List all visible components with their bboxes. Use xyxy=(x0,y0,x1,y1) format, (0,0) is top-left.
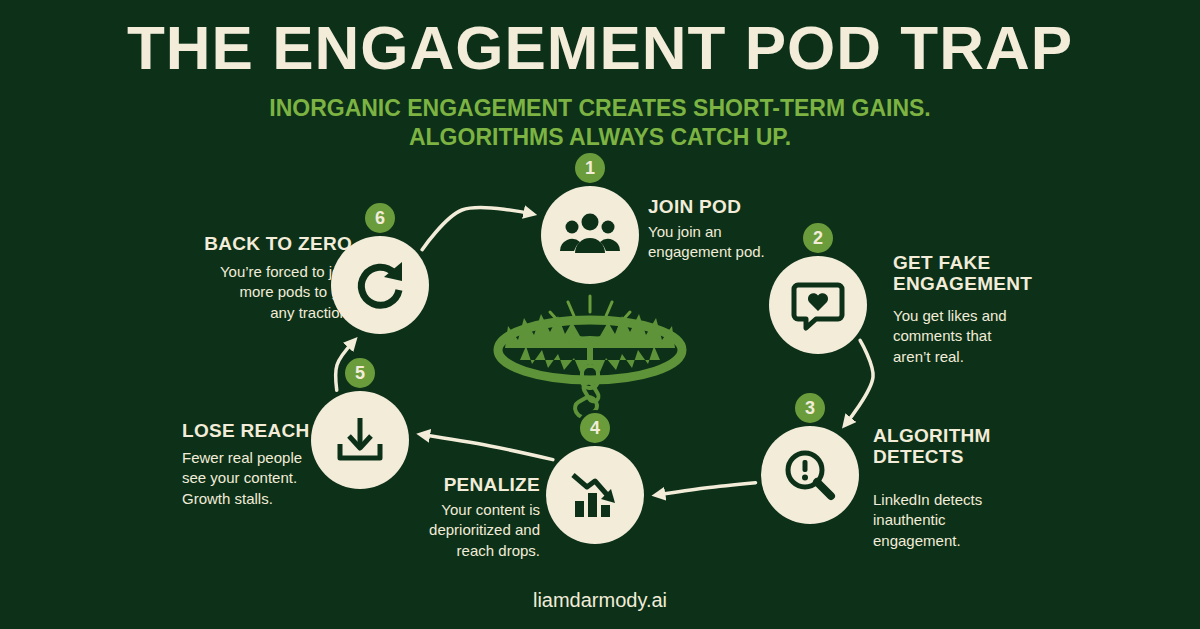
step-circle: 4PENALIZEYour content is deprioritized a… xyxy=(545,445,645,545)
step-icon xyxy=(361,262,402,305)
step-number: 3 xyxy=(792,390,828,426)
subtitle: ALGORITHMS ALWAYS CATCH UP. xyxy=(0,124,1200,152)
footer-url: liamdarmody.ai xyxy=(0,588,1200,612)
circle-fill xyxy=(541,186,639,284)
step-heading: BACK TO ZERO xyxy=(202,233,352,254)
step-number: 2 xyxy=(800,220,836,256)
step-description: You’re forced to join more pods to get a… xyxy=(218,262,352,323)
trap-ring xyxy=(498,320,682,380)
circle-fill xyxy=(769,256,867,354)
circle-outline xyxy=(310,390,410,490)
step-number: 5 xyxy=(342,355,378,391)
circle-outline xyxy=(545,445,645,545)
circle-outline xyxy=(760,425,860,525)
step-icon xyxy=(560,214,620,254)
step-description: You get likes and comments that aren’t r… xyxy=(893,306,1033,367)
circle-fill xyxy=(761,426,859,524)
cycle-arrow xyxy=(657,483,756,495)
circle-outline xyxy=(768,255,868,355)
trap-plate xyxy=(568,336,612,364)
step-heading: ALGORITHM DETECTS xyxy=(873,425,1013,468)
step-icon xyxy=(573,475,615,517)
step-description: You join an engagement pod. xyxy=(648,222,783,263)
step-heading: JOIN POD xyxy=(648,196,808,217)
step-description: LinkedIn detects inauthentic engagement. xyxy=(873,490,1008,551)
step-number: 1 xyxy=(572,150,608,186)
step-description: Your content is deprioritized and reach … xyxy=(418,500,540,561)
step-number: 4 xyxy=(577,410,613,446)
step-circle: 2GET FAKE ENGAGEMENTYou get likes and co… xyxy=(768,255,868,355)
step-heading: LOSE REACH xyxy=(182,420,312,441)
step-icon xyxy=(794,285,842,328)
subtitle: INORGANIC ENGAGEMENT CREATES SHORT-TERM … xyxy=(0,95,1200,123)
cycle-arrow xyxy=(846,340,874,424)
circle-fill xyxy=(311,391,409,489)
step-circle: 6BACK TO ZEROYou’re forced to join more … xyxy=(330,235,430,335)
step-heading: GET FAKE ENGAGEMENT xyxy=(893,252,1043,295)
step-number: 6 xyxy=(362,200,398,236)
circle-outline xyxy=(540,185,640,285)
step-icon xyxy=(788,453,831,496)
step-circle: 5LOSE REACHFewer real people see your co… xyxy=(310,390,410,490)
cycle-arrow xyxy=(422,435,553,460)
step-circle: 1JOIN PODYou join an engagement pod. xyxy=(540,185,640,285)
title: THE ENGAGEMENT POD TRAP xyxy=(0,14,1200,82)
cycle-arrow xyxy=(422,208,532,250)
step-icon xyxy=(340,418,380,458)
step-heading: PENALIZE xyxy=(420,474,540,495)
step-circle: 3ALGORITHM DETECTSLinkedIn detects inaut… xyxy=(760,425,860,525)
step-description: Fewer real people see your content. Grow… xyxy=(182,448,316,509)
circle-fill xyxy=(546,446,644,544)
